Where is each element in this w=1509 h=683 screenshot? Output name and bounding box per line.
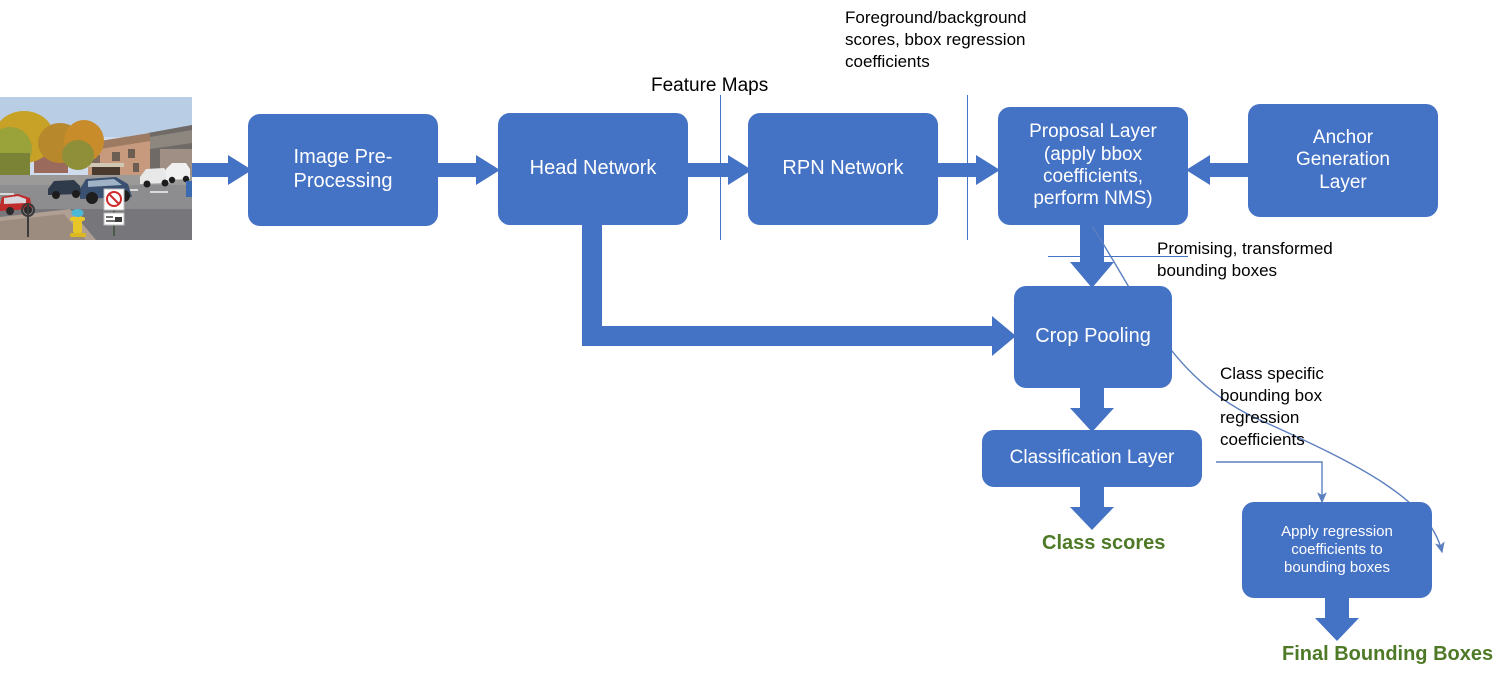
box-image-pre-processing[interactable]: Image Pre- Processing [248, 114, 438, 226]
arrow-preprocessing-to-head [436, 155, 500, 185]
arrow-apply-regression-to-final-boxes [1315, 598, 1359, 641]
rpn-output-divider-line [967, 95, 968, 240]
box-crop-pooling[interactable]: Crop Pooling [1014, 286, 1172, 388]
box-proposal-layer[interactable]: Proposal Layer (apply bbox coefficients,… [998, 107, 1188, 225]
box-classification-layer[interactable]: Classification Layer [982, 430, 1202, 487]
elbow-connector-classification-to-apply-regression [1216, 461, 1327, 504]
arrow-anchor-to-proposal [1186, 155, 1248, 185]
label-foreground-background-scores: Foreground/background scores, bbox regre… [845, 8, 1027, 72]
feature-maps-divider-line [720, 95, 721, 240]
arrow-classification-to-class-scores [1070, 487, 1114, 530]
label-class-specific-regression-coefficients: Class specific bounding box regression c… [1220, 364, 1324, 450]
arrow-head-to-crop-pooling [582, 224, 1016, 356]
box-rpn-network[interactable]: RPN Network [748, 113, 938, 225]
output-class-scores: Class scores [1042, 532, 1166, 554]
label-feature-maps: Feature Maps [651, 75, 769, 96]
arrow-crop-pooling-to-classification [1070, 388, 1114, 432]
proposal-output-divider-line [1048, 256, 1188, 257]
arrow-photo-to-preprocessing [192, 155, 252, 185]
box-head-network[interactable]: Head Network [498, 113, 688, 225]
label-promising-transformed-boxes: Promising, transformed bounding boxes [1157, 239, 1333, 281]
box-anchor-generation-layer[interactable]: Anchor Generation Layer [1248, 104, 1438, 217]
input-street-photo [0, 97, 192, 240]
arrow-proposal-to-crop-pooling [1070, 222, 1114, 288]
box-apply-regression-coefficients[interactable]: Apply regression coefficients to boundin… [1242, 502, 1432, 598]
output-final-bounding-boxes: Final Bounding Boxes [1282, 643, 1494, 665]
arrow-rpn-to-proposal [936, 155, 1000, 185]
